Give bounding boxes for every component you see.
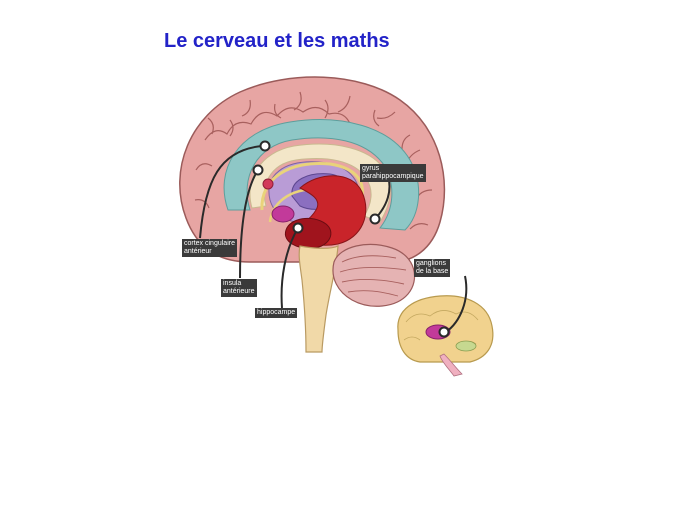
label-gyrus-line2: parahippocampique [362, 173, 424, 180]
label-ganglions-line1: ganglions [416, 260, 446, 267]
label-gyrus-parahippocampique: gyrus parahippocampique [360, 164, 426, 182]
marker-circles [252, 140, 450, 338]
label-insula: insula antérieure [221, 279, 257, 297]
cingulate-gyrus [223, 119, 420, 231]
label-hippocampe-line1: hippocampe [257, 309, 296, 316]
label-cortex-cingulaire: cortex cingulaire antérieur [182, 239, 237, 257]
hippocampus-structure [284, 217, 332, 249]
label-insula-line2: antérieure [223, 288, 255, 295]
label-ganglions-de-la-base: ganglions de la base [414, 259, 451, 277]
label-insula-line1: insula [223, 280, 242, 287]
cerebellum [332, 243, 416, 307]
label-hippocampe: hippocampe [255, 308, 298, 318]
label-gyrus-line1: gyrus [362, 165, 380, 172]
corpus-callosum [249, 143, 391, 223]
label-cortex-cingulaire-line2: antérieur [184, 248, 212, 255]
insula-structure [271, 205, 295, 223]
brainstem [298, 244, 339, 353]
leader-lines [199, 145, 468, 333]
label-cortex-cingulaire-line1: cortex cingulaire [184, 240, 235, 247]
slide-title: Le cerveau et les maths [164, 30, 390, 52]
label-ganglions-line2: de la base [416, 268, 449, 275]
